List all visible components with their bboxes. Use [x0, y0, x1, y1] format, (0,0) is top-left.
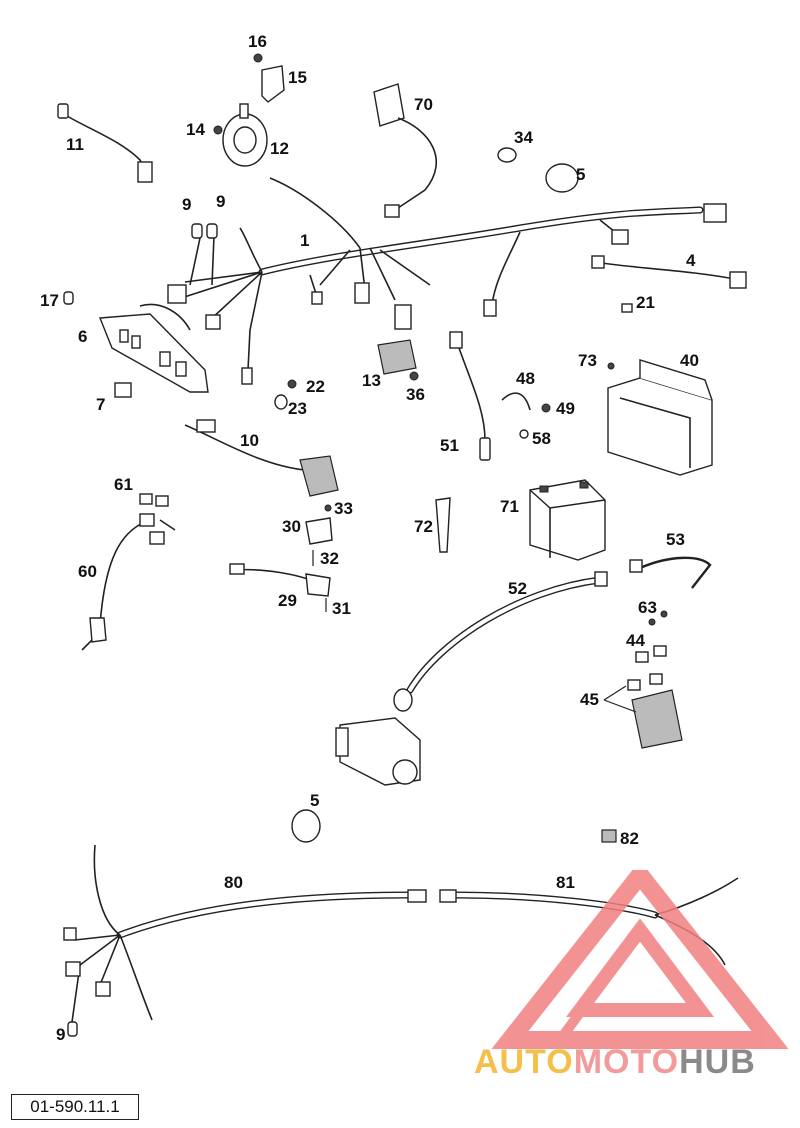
brand-part-auto: AUTO	[474, 1043, 574, 1081]
automotohub-logo-icon	[491, 870, 789, 1049]
screw-36	[409, 371, 419, 381]
callout-11: 11	[66, 135, 84, 154]
connectors-61	[139, 493, 169, 507]
cable-tie-5-bottom	[291, 809, 321, 843]
callout-31: 31	[332, 599, 351, 618]
diagram-reference-number: 01-590.11.1	[11, 1094, 139, 1120]
callout-9: 9	[182, 195, 191, 214]
callout-32: 32	[320, 549, 339, 568]
battery-71	[529, 479, 606, 561]
callout-73: 73	[578, 351, 597, 370]
callout-labels: 1 4 5 5 6 7 9 9 9 10 11 12 13 14 15 16 1…	[40, 32, 699, 1044]
callout-60: 60	[78, 562, 97, 581]
washer-58	[519, 429, 529, 439]
callout-17: 17	[40, 291, 59, 310]
callout-29: 29	[278, 591, 297, 610]
cable-harness-80	[63, 844, 427, 1037]
callout-63: 63	[638, 598, 657, 617]
callout-9: 9	[216, 192, 225, 211]
bulb-9-pair	[191, 223, 218, 239]
callout-12: 12	[270, 139, 289, 158]
callout-58: 58	[532, 429, 551, 448]
callout-61: 61	[114, 475, 133, 494]
relay-7	[114, 382, 132, 398]
fuse-44	[635, 645, 667, 663]
callout-53: 53	[666, 530, 685, 549]
switch-10	[184, 419, 339, 497]
cable-4	[591, 255, 747, 289]
screw-14	[213, 125, 223, 135]
main-wiring-harness	[167, 177, 727, 385]
callout-82: 82	[620, 829, 639, 848]
callout-7: 7	[96, 395, 105, 414]
brand-part-hub: HUB	[679, 1043, 756, 1081]
callout-14: 14	[186, 120, 205, 139]
strap-72	[435, 497, 451, 553]
starter-cable-52	[393, 571, 608, 712]
screw-22	[287, 379, 297, 389]
callout-70: 70	[414, 95, 433, 114]
callout-9: 9	[56, 1025, 65, 1044]
brand-part-moto: MOTO	[573, 1043, 680, 1081]
callout-33: 33	[334, 499, 353, 518]
screw-63	[648, 610, 668, 626]
callout-51: 51	[440, 436, 459, 455]
starter-relay-45	[603, 673, 683, 749]
bulb-17	[63, 291, 74, 305]
horn-12	[222, 103, 268, 167]
callout-1: 1	[300, 231, 309, 250]
mounting-plate-6	[98, 303, 209, 393]
screw-49	[541, 403, 551, 413]
cable-48	[501, 392, 531, 411]
regulator-13	[377, 339, 417, 375]
nut-23	[274, 394, 288, 410]
callout-72: 72	[414, 517, 433, 536]
callout-13: 13	[362, 371, 381, 390]
speed-sensor-29	[229, 563, 331, 597]
module-70	[373, 83, 437, 218]
callout-48: 48	[516, 369, 535, 388]
callout-21: 21	[636, 293, 655, 312]
brand-wordmark: AUTOMOTOHUB	[474, 1043, 792, 1083]
cable-tie-5-top	[545, 163, 579, 193]
screw-16	[253, 53, 263, 63]
ignition-coil-cable-60	[81, 513, 176, 651]
callout-30: 30	[282, 517, 301, 536]
cover-30	[305, 517, 333, 545]
callout-45: 45	[580, 690, 599, 709]
callout-52: 52	[508, 579, 527, 598]
callout-4: 4	[686, 251, 696, 270]
callout-71: 71	[500, 497, 519, 516]
callout-81: 81	[556, 873, 575, 892]
grommet-34	[497, 147, 517, 163]
sensor-cable-11	[57, 103, 153, 183]
callout-10: 10	[240, 431, 259, 450]
fuse-21	[621, 303, 633, 313]
starter-motor	[335, 717, 421, 786]
callout-34: 34	[514, 128, 533, 147]
callout-49: 49	[556, 399, 575, 418]
callout-36: 36	[406, 385, 425, 404]
callout-40: 40	[680, 351, 699, 370]
callout-44: 44	[626, 631, 645, 650]
screw-33	[324, 504, 332, 512]
callout-22: 22	[306, 377, 325, 396]
callout-15: 15	[288, 68, 307, 87]
callout-80: 80	[224, 873, 243, 892]
callout-5: 5	[310, 791, 319, 810]
callout-5: 5	[576, 165, 585, 184]
callout-23: 23	[288, 399, 307, 418]
battery-box-40	[607, 359, 713, 476]
callout-6: 6	[78, 327, 87, 346]
bracket-15	[261, 65, 285, 103]
sensor-51	[449, 331, 491, 461]
part-82	[601, 829, 617, 843]
battery-cable-53	[629, 556, 712, 589]
callout-16: 16	[248, 32, 267, 51]
